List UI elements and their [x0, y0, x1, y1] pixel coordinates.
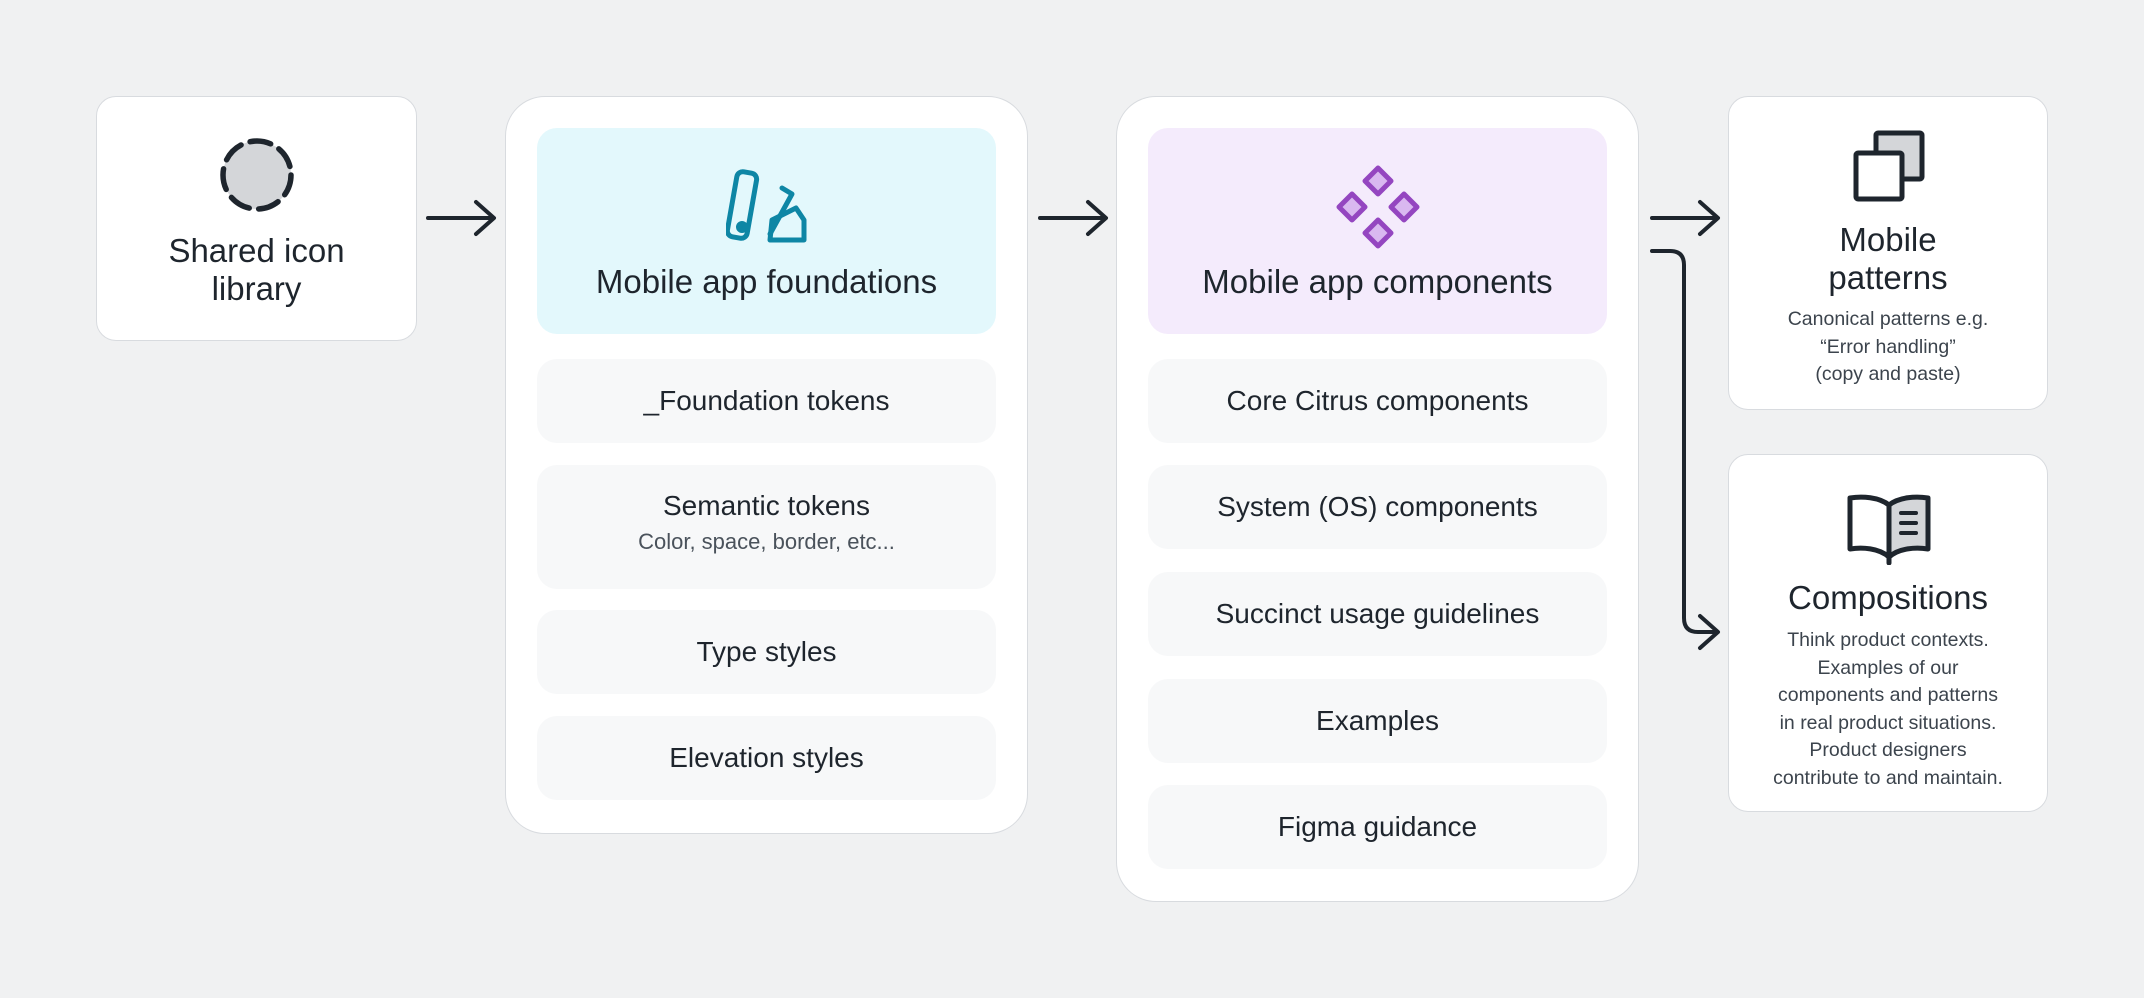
- arrow-components-to-patterns: [1650, 200, 1720, 236]
- usage-guidelines-label: Succinct usage guidelines: [1215, 598, 1540, 629]
- examples-item: Examples: [1148, 679, 1607, 763]
- examples-label: Examples: [1316, 705, 1439, 736]
- dashed-circle-icon: [220, 138, 294, 212]
- patterns-description: Canonical patterns e.g. “Error handling”…: [1787, 308, 1989, 385]
- components-header: Mobile app components: [1148, 128, 1607, 334]
- core-citrus-item: Core Citrus components: [1148, 359, 1607, 443]
- arrow-components-to-compositions: [1650, 249, 1720, 650]
- elevation-styles-label: Elevation styles: [669, 742, 864, 773]
- component-diamonds-icon: [1336, 165, 1419, 249]
- compositions-card: Compositions Think product contexts. Exa…: [1728, 454, 2048, 812]
- shared-icon-library-title: Shared icon library: [168, 232, 345, 307]
- core-citrus-label: Core Citrus components: [1226, 385, 1529, 416]
- elevation-styles-item: Elevation styles: [537, 716, 996, 800]
- system-os-label: System (OS) components: [1217, 491, 1538, 522]
- figma-guidance-label: Figma guidance: [1277, 811, 1478, 842]
- foundations-title: Mobile app foundations: [595, 263, 938, 300]
- foundation-tokens-item: _Foundation tokens: [537, 359, 996, 443]
- shared-icon-library-card: Shared icon library: [96, 96, 417, 341]
- type-styles-item: Type styles: [537, 610, 996, 694]
- semantic-tokens-item: Semantic tokens Color, space, border, et…: [537, 465, 996, 589]
- figma-guidance-item: Figma guidance: [1148, 785, 1607, 869]
- foundations-card: Mobile app foundations _Foundation token…: [505, 96, 1028, 834]
- foundation-tokens-label: _Foundation tokens: [643, 385, 890, 416]
- compositions-title: Compositions: [1788, 579, 1988, 616]
- usage-guidelines-item: Succinct usage guidelines: [1148, 572, 1607, 656]
- system-os-item: System (OS) components: [1148, 465, 1607, 549]
- components-card: Mobile app components Core Citrus compon…: [1116, 96, 1639, 902]
- arrow-icon-library-to-foundations: [426, 200, 496, 236]
- semantic-tokens-label: Semantic tokens: [663, 490, 870, 521]
- compositions-description: Think product contexts. Examples of our …: [1773, 629, 2003, 789]
- foundations-header: Mobile app foundations: [537, 128, 996, 334]
- semantic-tokens-sub: Color, space, border, etc...: [638, 529, 895, 554]
- patterns-card: Mobile patterns Canonical patterns e.g. …: [1728, 96, 2048, 410]
- patterns-title: Mobile patterns: [1828, 221, 1948, 296]
- components-title: Mobile app components: [1202, 263, 1553, 300]
- open-book-icon: [1847, 494, 1931, 565]
- type-styles-label: Type styles: [696, 636, 837, 667]
- swatch-book-icon: [725, 169, 806, 243]
- copy-squares-icon: [1853, 130, 1925, 202]
- arrow-foundations-to-components: [1038, 200, 1108, 236]
